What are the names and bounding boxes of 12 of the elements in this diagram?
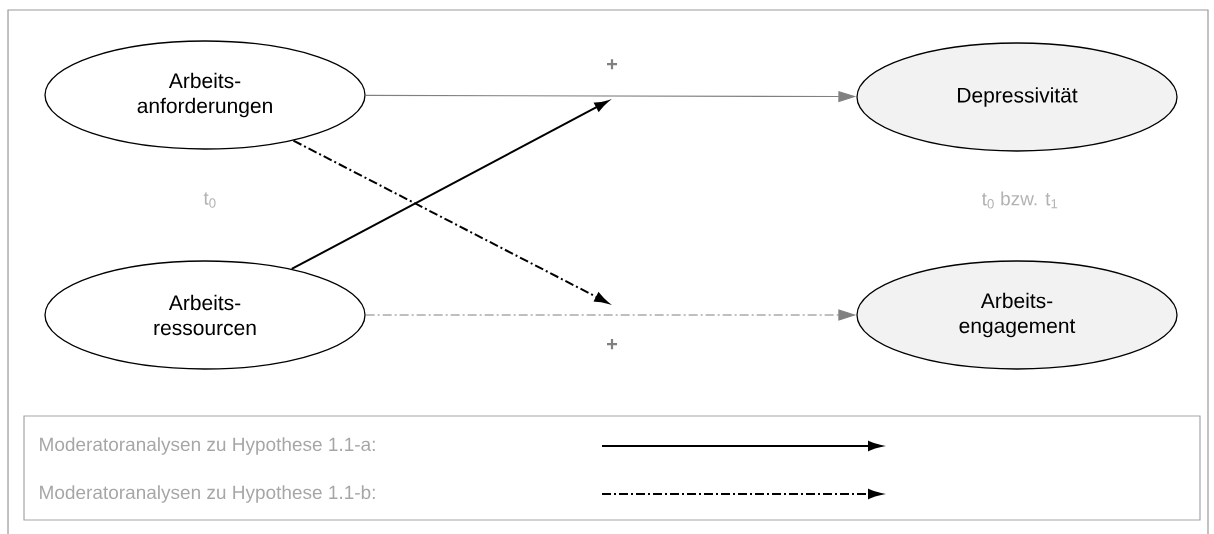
sign-label: +: [607, 59, 618, 70]
ellipse-node: Arbeits- anforderungen: [44, 40, 366, 150]
ellipse-node: Arbeits- engagement: [856, 260, 1178, 370]
time-label: t$_{0}$: [203, 192, 216, 208]
arrow: [292, 139, 609, 304]
arrow: [290, 100, 609, 270]
ellipse-node: Arbeits- ressourcen: [44, 260, 366, 370]
legend-text: Moderatoranalysen zu Hypothese 1.1-b:: [40, 485, 375, 503]
time-label: t$_{0}$ bzw. t$_{1}$: [981, 191, 1058, 209]
sign-label: +: [607, 339, 618, 350]
ellipse-node: Depressivität: [856, 42, 1178, 152]
legend-text: Moderatoranalysen zu Hypothese 1.1-a:: [40, 437, 375, 455]
